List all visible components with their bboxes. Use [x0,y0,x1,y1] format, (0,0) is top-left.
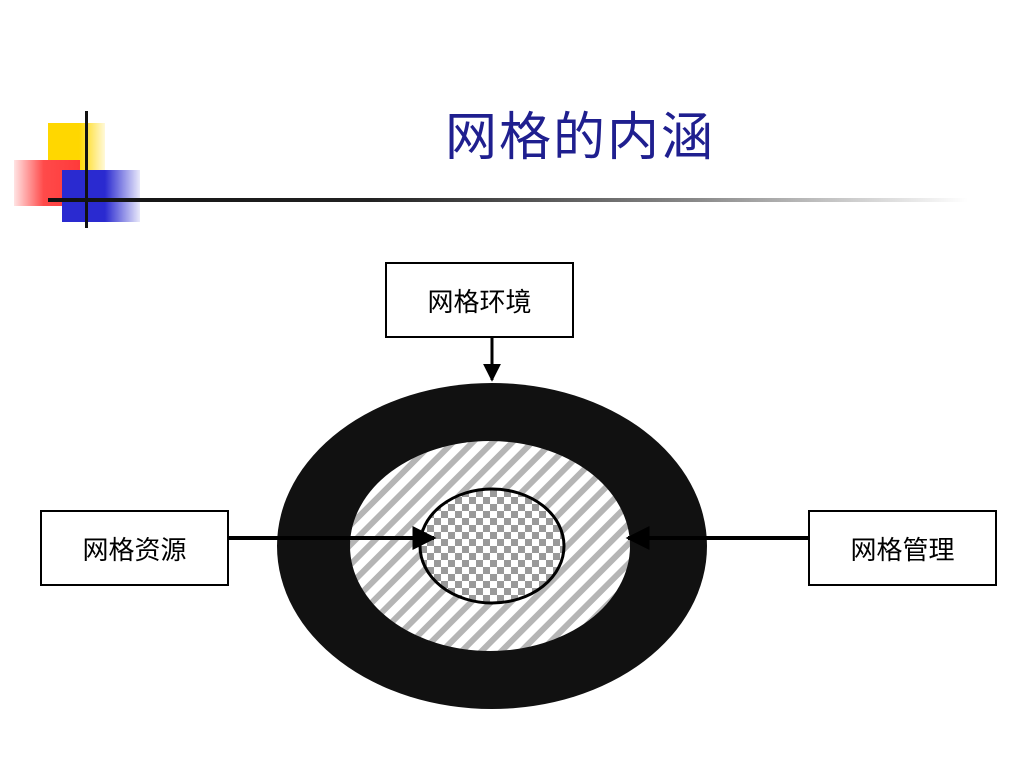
slide-title: 网格的内涵 [444,108,715,168]
inner-core [418,487,566,605]
title-underline [48,198,968,202]
decor-vertical-line [85,111,88,228]
box-grid-environment: 网格环境 [385,262,574,338]
box-grid-management: 网格管理 [808,510,997,586]
decor-blue-square [62,170,140,222]
box-grid-resources: 网格资源 [40,510,229,586]
